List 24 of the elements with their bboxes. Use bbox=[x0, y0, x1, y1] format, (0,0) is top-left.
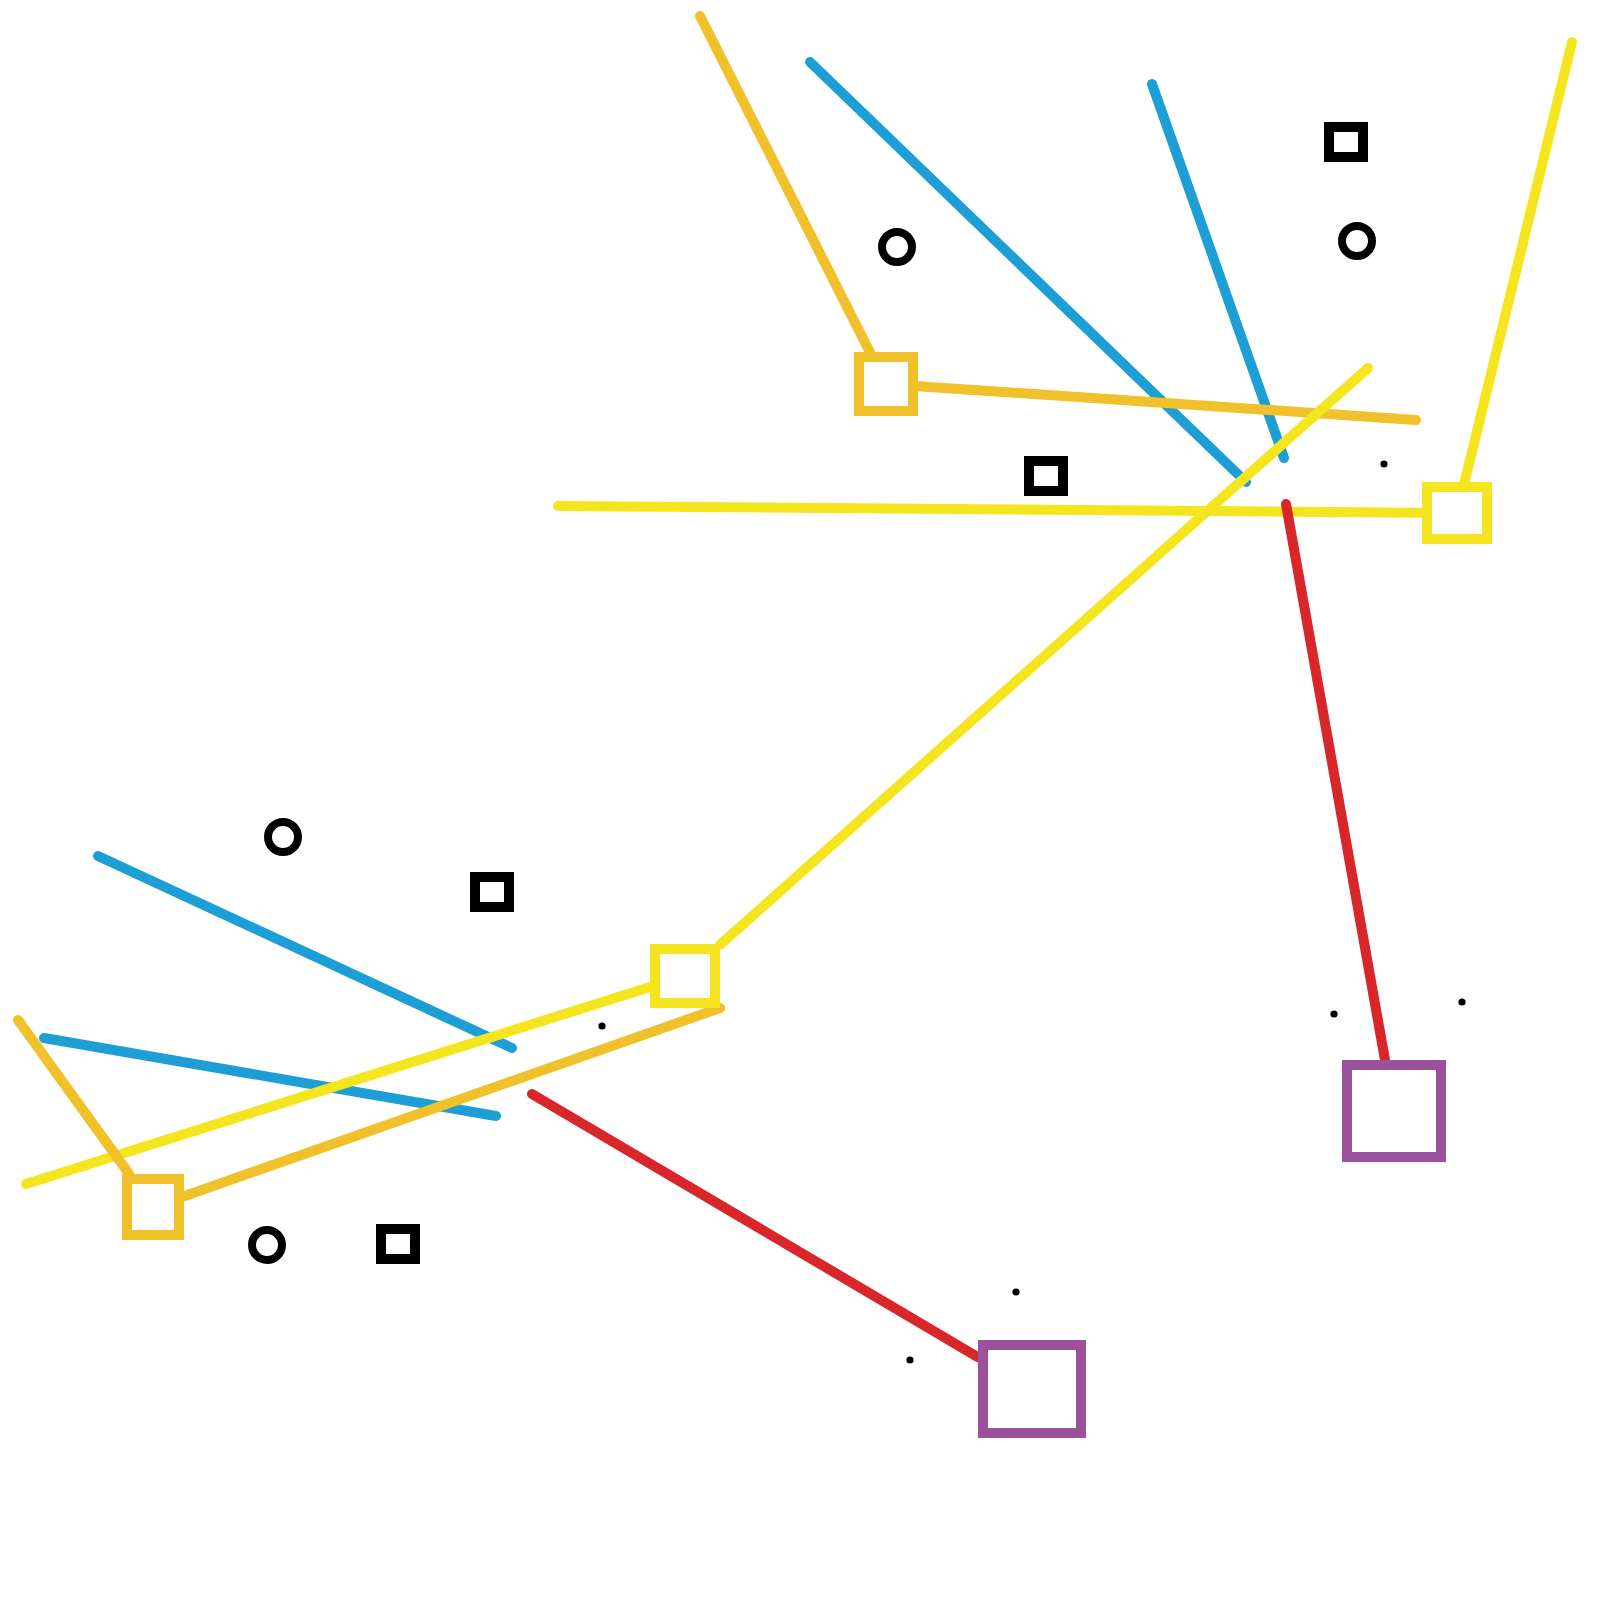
hollow-square bbox=[470, 872, 514, 912]
hollow-square bbox=[854, 352, 918, 416]
connector-line bbox=[1281, 499, 1390, 1065]
hollow-circle bbox=[248, 1226, 286, 1264]
hollow-square bbox=[122, 1174, 184, 1240]
connector-line bbox=[695, 11, 875, 357]
connector-line bbox=[21, 982, 655, 1189]
connector-line bbox=[715, 363, 1373, 950]
hollow-square bbox=[1422, 482, 1492, 544]
connector-line bbox=[179, 1003, 725, 1202]
hollow-square bbox=[376, 1224, 420, 1264]
connector-line bbox=[527, 1089, 983, 1363]
hollow-circle bbox=[878, 228, 916, 266]
hollow-square bbox=[1024, 456, 1068, 496]
hollow-square bbox=[1342, 1060, 1446, 1162]
connector-line bbox=[1459, 37, 1577, 487]
hollow-circle bbox=[264, 818, 302, 856]
hollow-square bbox=[650, 944, 720, 1008]
connector-line bbox=[553, 501, 1427, 518]
hollow-circle bbox=[1338, 222, 1376, 260]
connector-line bbox=[913, 381, 1421, 425]
hollow-square bbox=[978, 1340, 1086, 1438]
connector-line bbox=[13, 1015, 135, 1179]
hollow-square bbox=[1324, 122, 1368, 162]
